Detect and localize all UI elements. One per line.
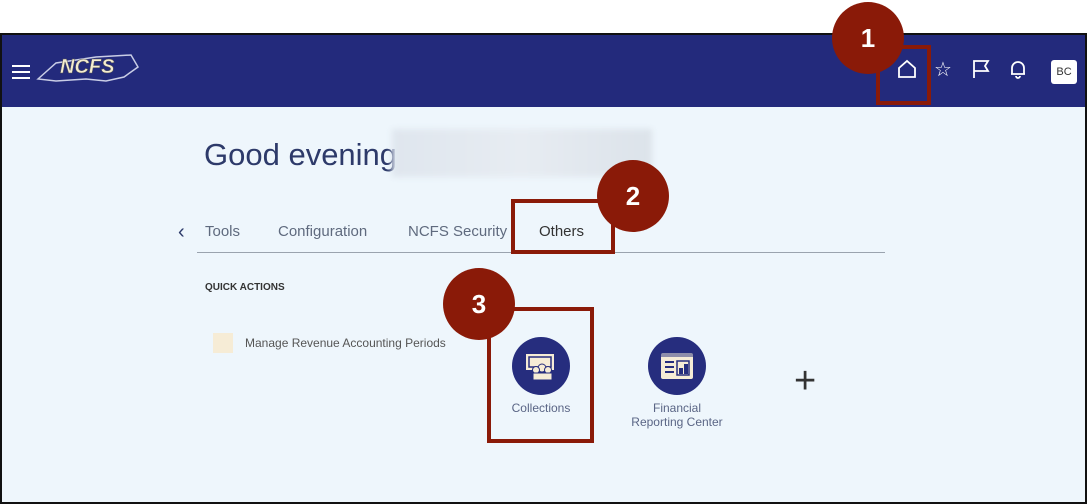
flag-icon[interactable] [972, 59, 990, 85]
app-label-line1: Financial [652, 401, 702, 415]
greeting: Good evening, [204, 137, 406, 172]
app-financial-reporting-center[interactable]: Financial Reporting Center [617, 337, 737, 429]
star-icon[interactable]: ☆ [934, 59, 952, 81]
quick-actions-title: QUICK ACTIONS [205, 282, 285, 293]
callout-1: 1 [832, 2, 904, 74]
svg-text:NCFS: NCFS [60, 56, 115, 78]
tabs-scroll-left-icon[interactable]: ‹ [178, 221, 185, 243]
menu-icon[interactable] [12, 65, 30, 79]
tab-configuration[interactable]: Configuration [278, 223, 368, 240]
callout-box-home [876, 45, 931, 105]
app-label-line2: Reporting Center [631, 415, 723, 429]
quick-action-item[interactable]: Manage Revenue Accounting Periods [213, 333, 446, 353]
add-icon[interactable]: + [794, 360, 817, 402]
report-icon [648, 337, 706, 395]
home-icon[interactable] [897, 59, 917, 85]
callout-2: 2 [597, 160, 669, 232]
callout-3: 3 [443, 268, 515, 340]
app-window: NCFS ☆ BC Good evening, ‹ Tools Configur… [0, 33, 1087, 504]
tab-tools[interactable]: Tools [205, 223, 241, 240]
user-avatar[interactable]: BC [1051, 60, 1077, 84]
app-collections[interactable]: Collections [481, 337, 601, 415]
tab-others[interactable]: Others [539, 223, 585, 240]
callout-box-collections [487, 307, 594, 443]
app-label: Collections [511, 401, 571, 415]
ncfs-logo[interactable]: NCFS [36, 49, 141, 89]
quick-action-label: Manage Revenue Accounting Periods [245, 336, 446, 350]
quick-action-icon [213, 333, 233, 353]
bell-icon[interactable] [1009, 59, 1027, 85]
tab-ncfs-security[interactable]: NCFS Security [408, 223, 508, 240]
collections-icon [512, 337, 570, 395]
